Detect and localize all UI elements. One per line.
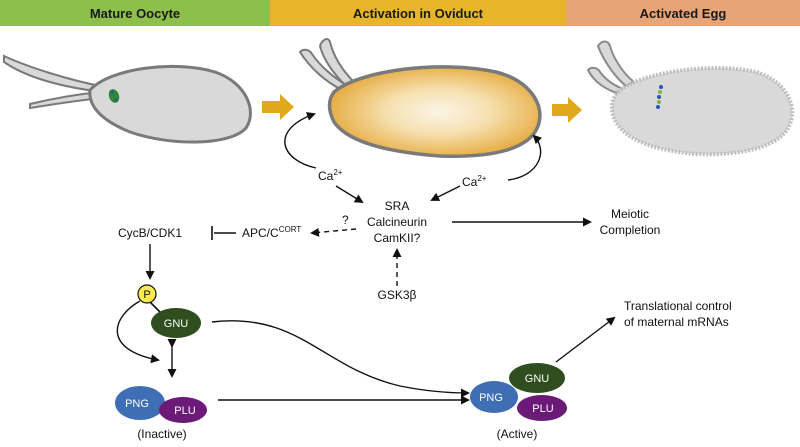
oviduct-egg (298, 38, 542, 158)
oviduct-egg-appendage-lower (298, 48, 350, 92)
header-bar: Mature Oocyte Activation in Oviduct Acti… (0, 0, 800, 26)
phospho-label: P (143, 289, 150, 301)
phospho-circle (137, 284, 157, 304)
transition-arrow-1 (262, 94, 294, 120)
arrow-gnu-to-active-complex (211, 320, 470, 398)
header-mature-oocyte: Mature Oocyte (90, 6, 180, 21)
oviduct-egg-body (327, 65, 542, 158)
activated-egg-body (609, 66, 795, 157)
gnu-inactive-label: GNU (164, 318, 189, 330)
arrow-sra-to-apc-dashed (310, 227, 357, 237)
png-active-node (470, 381, 518, 413)
translational-label-line1: Translational control (624, 299, 732, 313)
header-activated-egg-bg (566, 0, 800, 26)
plu-active-label: PLU (532, 403, 553, 415)
transition-arrow-2 (552, 97, 582, 123)
arrow-active-to-translational (555, 316, 616, 363)
meiotic-spindle-icon (108, 89, 120, 103)
plu-inactive-label: PLU (174, 405, 195, 417)
header-activation-in-oviduct: Activation in Oviduct (353, 6, 484, 21)
gnu-inactive-node (151, 308, 201, 338)
activated-egg-appendage-upper (596, 40, 636, 88)
arrow-calcium-to-egg-left (284, 112, 317, 169)
meiotic-label-line1: Meiotic (611, 207, 649, 221)
translational-label-line2: of maternal mRNAs (624, 315, 729, 329)
chromosome-icon (656, 85, 663, 109)
oocyte-body (88, 64, 252, 144)
active-label: (Active) (497, 427, 538, 441)
camkii-label: CamKII? (374, 231, 421, 245)
header-activation-bg (270, 0, 566, 26)
arrow-calcium-right-to-sra (430, 185, 461, 201)
cycb-cdk1-label: CycB/CDK1 (118, 226, 182, 240)
question-mark-label: ? (342, 213, 349, 227)
calcium-label-left: Ca2+ (318, 168, 343, 183)
arrow-calcium-left-to-sra (335, 185, 364, 204)
gnu-active-label: GNU (525, 373, 550, 385)
png-inactive-node (115, 386, 165, 420)
header-mature-oocyte-bg (0, 0, 270, 26)
arrow-phospho-to-complex (116, 300, 160, 364)
oocyte-dorsal-appendage-upper (3, 54, 104, 94)
meiotic-label-line2: Completion (600, 223, 661, 237)
inactive-label: (Inactive) (137, 427, 186, 441)
apc-label: APC/CCORT (242, 225, 301, 240)
plu-active-node (517, 395, 567, 421)
plu-inactive-node (159, 397, 207, 423)
gsk3b-label: GSK3β (378, 288, 417, 302)
gnu-active-node (509, 363, 565, 393)
header-activated-egg: Activated Egg (640, 6, 727, 21)
activated-egg (586, 40, 795, 157)
oviduct-egg-appendage-upper (318, 38, 356, 88)
arrow-sra-to-egg-right (507, 134, 543, 181)
mature-oocyte (3, 54, 252, 144)
calcium-label-right: Ca2+ (462, 174, 487, 189)
png-active-label: PNG (479, 392, 503, 404)
png-inactive-label: PNG (125, 398, 149, 410)
sra-label: SRA (385, 199, 410, 213)
calcineurin-label: Calcineurin (367, 215, 427, 229)
activated-egg-appendage-lower (586, 66, 629, 96)
